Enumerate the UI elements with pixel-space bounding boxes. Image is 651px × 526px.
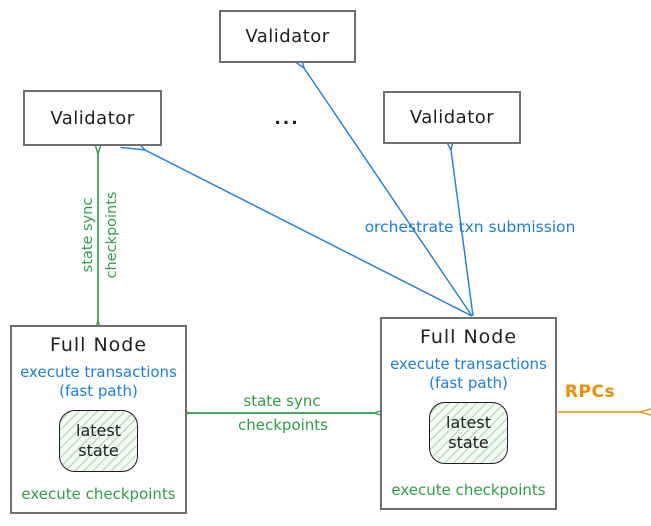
exec-txn-line2: (fast path) [429, 374, 508, 392]
full-node-left-exec-transactions: execute transactions (fast path) [20, 363, 177, 401]
arrow-orchestrate-to-left-validator [120, 131, 473, 317]
state-sync-horizontal-label-line1: state sync [243, 392, 321, 410]
validators-ellipsis: ... [274, 109, 300, 129]
full-node-left-title: Full Node [49, 334, 148, 356]
validator-left-node: Validator [23, 90, 162, 146]
orchestrate-txn-submission-label: orchestrate txn submission [364, 218, 576, 236]
validator-top-node: Validator [219, 10, 356, 63]
exec-txn-line1: execute transactions [20, 363, 177, 381]
full-node-right-exec-transactions: execute transactions (fast path) [390, 355, 547, 393]
state-sync-vertical-label-line1: state sync [80, 197, 96, 273]
full-node-left-exec-checkpoints: execute checkpoints [21, 485, 176, 503]
arrow-orchestrate-to-top-validator [283, 43, 473, 317]
full-node-right-latest-state: latest state [429, 402, 508, 464]
full-node-right-exec-checkpoints: execute checkpoints [391, 481, 546, 499]
latest-state-line1: latest [446, 413, 491, 432]
state-sync-horizontal-label-line2: checkpoints [238, 416, 328, 434]
validator-top-label: Validator [245, 26, 330, 47]
validator-right-label: Validator [409, 107, 495, 128]
validator-right-node: Validator [383, 91, 521, 144]
exec-txn-line1: execute transactions [390, 355, 547, 373]
full-node-left: Full Node execute transactions (fast pat… [10, 325, 187, 514]
rpcs-label: RPCs [564, 382, 616, 402]
full-node-left-latest-state: latest state [59, 410, 138, 472]
full-node-right-title: Full Node [419, 326, 518, 348]
latest-state-line2: state [448, 433, 489, 452]
state-sync-vertical-label-line2: checkpoints [104, 191, 120, 279]
latest-state-line2: state [78, 441, 119, 460]
exec-txn-line2: (fast path) [59, 382, 138, 400]
full-node-right: Full Node execute transactions (fast pat… [380, 317, 557, 510]
validator-left-label: Validator [50, 107, 135, 129]
latest-state-line1: latest [76, 421, 121, 440]
arrow-orchestrate-to-right-validator [438, 125, 474, 317]
